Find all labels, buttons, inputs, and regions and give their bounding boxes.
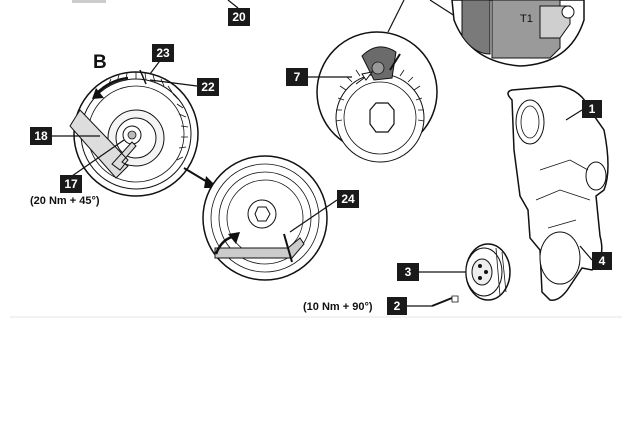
view-letter-b: B	[93, 52, 107, 73]
svg-text:23: 23	[156, 46, 170, 60]
callout-7: 7	[286, 68, 352, 86]
callout-1: 1	[565, 100, 602, 121]
svg-text:1: 1	[589, 102, 596, 116]
svg-text:24: 24	[341, 192, 355, 206]
torque-label-17: (20 Nm + 45°)	[30, 195, 100, 207]
tensioner-gear-detail	[69, 69, 199, 197]
pulley-bolt-detail	[202, 155, 328, 281]
top-left-remnant	[72, 0, 106, 3]
timing-cover	[507, 85, 609, 301]
pulley-bolt	[431, 295, 459, 307]
callout-4: 4	[579, 245, 612, 270]
callout-17: 17	[60, 139, 125, 193]
svg-text:22: 22	[201, 80, 215, 94]
callout-2: 2	[387, 297, 432, 315]
callout-20: 20	[227, 0, 250, 26]
tool-mark-t1: T1	[520, 13, 533, 25]
svg-text:18: 18	[34, 129, 48, 143]
torque-label-2: (10 Nm + 90°)	[303, 301, 373, 313]
callout-3: 3	[397, 263, 466, 281]
svg-text:3: 3	[405, 265, 412, 279]
svg-text:4: 4	[599, 254, 606, 268]
svg-text:7: 7	[294, 70, 301, 84]
svg-text:2: 2	[394, 299, 401, 313]
crankshaft-pulley	[465, 243, 511, 301]
callout-24: 24	[289, 190, 359, 233]
crankshaft-gear-detail	[316, 0, 438, 163]
svg-text:17: 17	[64, 177, 78, 191]
callout-18: 18	[30, 127, 100, 145]
callout-22: 22	[149, 78, 219, 96]
locking-tool-detail: T1	[429, 0, 585, 67]
svg-text:20: 20	[232, 10, 246, 24]
hex-key-tool	[69, 109, 137, 179]
callout-23: 23	[149, 44, 174, 75]
